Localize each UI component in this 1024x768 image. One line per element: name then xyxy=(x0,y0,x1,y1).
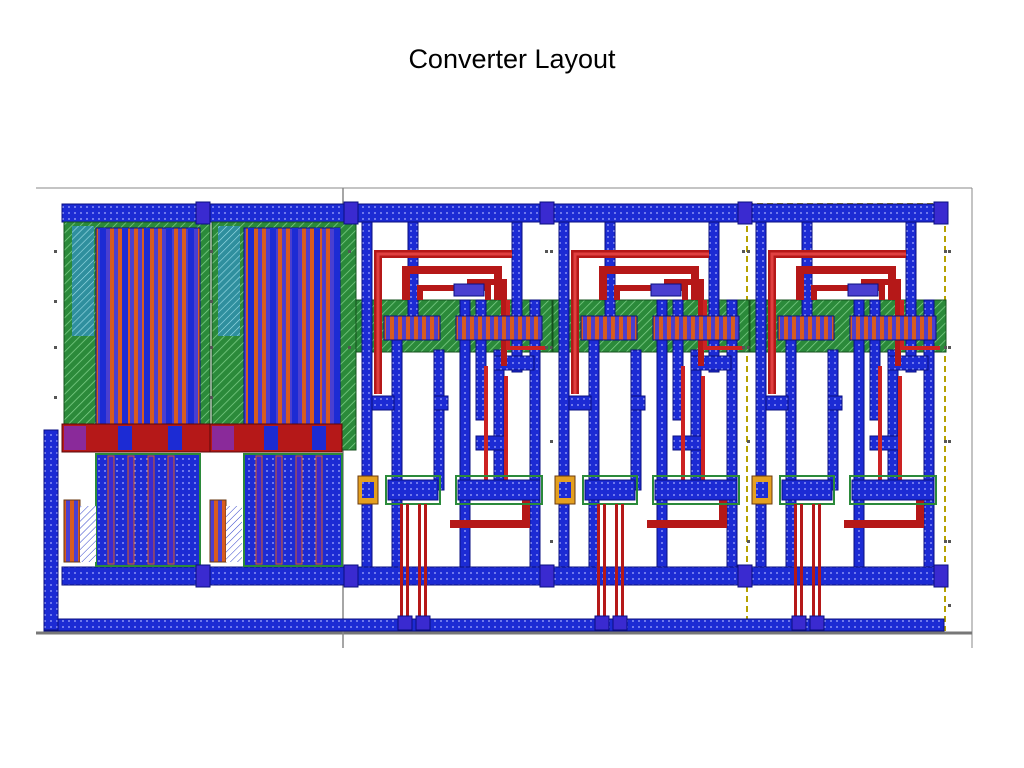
converter-stage-1 xyxy=(348,221,553,631)
page-title: Converter Layout xyxy=(408,44,616,74)
top-power-rail xyxy=(61,203,947,223)
large-transistor-array-1 xyxy=(61,221,213,567)
large-transistor-array-2 xyxy=(209,221,357,567)
